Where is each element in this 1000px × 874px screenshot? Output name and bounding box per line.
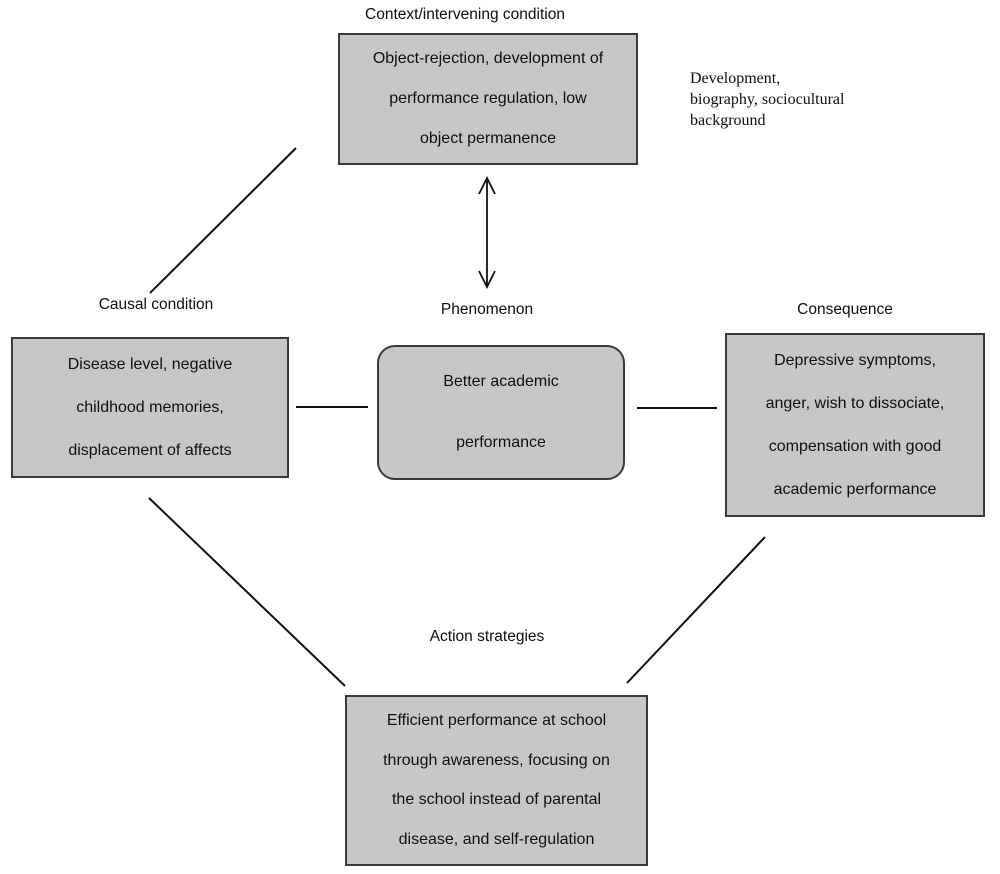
context-box-text: performance regulation, low: [389, 90, 587, 107]
action-box-text: disease, and self-regulation: [398, 831, 595, 849]
consequence-box-text: academic performance: [773, 480, 937, 498]
action-box-text: the school instead of parental: [391, 791, 602, 809]
side-note: Development, biography, sociocultural ba…: [690, 68, 890, 131]
action-box: Efficient performance at school through …: [345, 695, 648, 866]
phenomenon-box: Better academic performance: [377, 345, 625, 480]
side-note-text: Development,: [690, 70, 781, 87]
action-box-text: Efficient performance at school: [386, 711, 607, 729]
side-note-text: biography, sociocultural: [690, 91, 845, 108]
causal-box: Disease level, negative childhood memori…: [11, 337, 289, 478]
consequence-box-text: compensation with good: [768, 437, 942, 455]
causal-label: Causal condition: [98, 296, 214, 313]
connector-consequence-to-action: [626, 536, 766, 684]
context-box-text: Object-rejection, development of: [372, 50, 604, 67]
action-label: Action strategies: [429, 628, 545, 645]
consequence-box-text: anger, wish to dissociate,: [765, 394, 945, 412]
causal-box-text: childhood memories,: [76, 398, 224, 416]
consequence-label: Consequence: [797, 301, 893, 318]
causal-box-text: displacement of affects: [68, 441, 232, 459]
context-label: Context/intervening condition: [365, 6, 565, 23]
phenomenon-box-text: Better academic: [443, 372, 559, 390]
side-note-text: background: [690, 112, 766, 129]
connector-causal-to-action: [148, 497, 346, 687]
phenomenon-label: Phenomenon: [440, 301, 534, 318]
context-box-text: object permanence: [419, 130, 557, 147]
causal-box-text: Disease level, negative: [67, 355, 233, 373]
connector-causal-to-context: [149, 147, 297, 294]
consequence-box-text: Depressive symptoms,: [774, 351, 936, 369]
consequence-box: Depressive symptoms, anger, wish to diss…: [725, 333, 985, 517]
phenomenon-box-text: performance: [456, 434, 546, 452]
action-box-text: through awareness, focusing on: [383, 751, 610, 769]
context-box: Object-rejection, development of perform…: [338, 33, 638, 165]
double-arrow-context-phenomenon: [478, 175, 496, 290]
